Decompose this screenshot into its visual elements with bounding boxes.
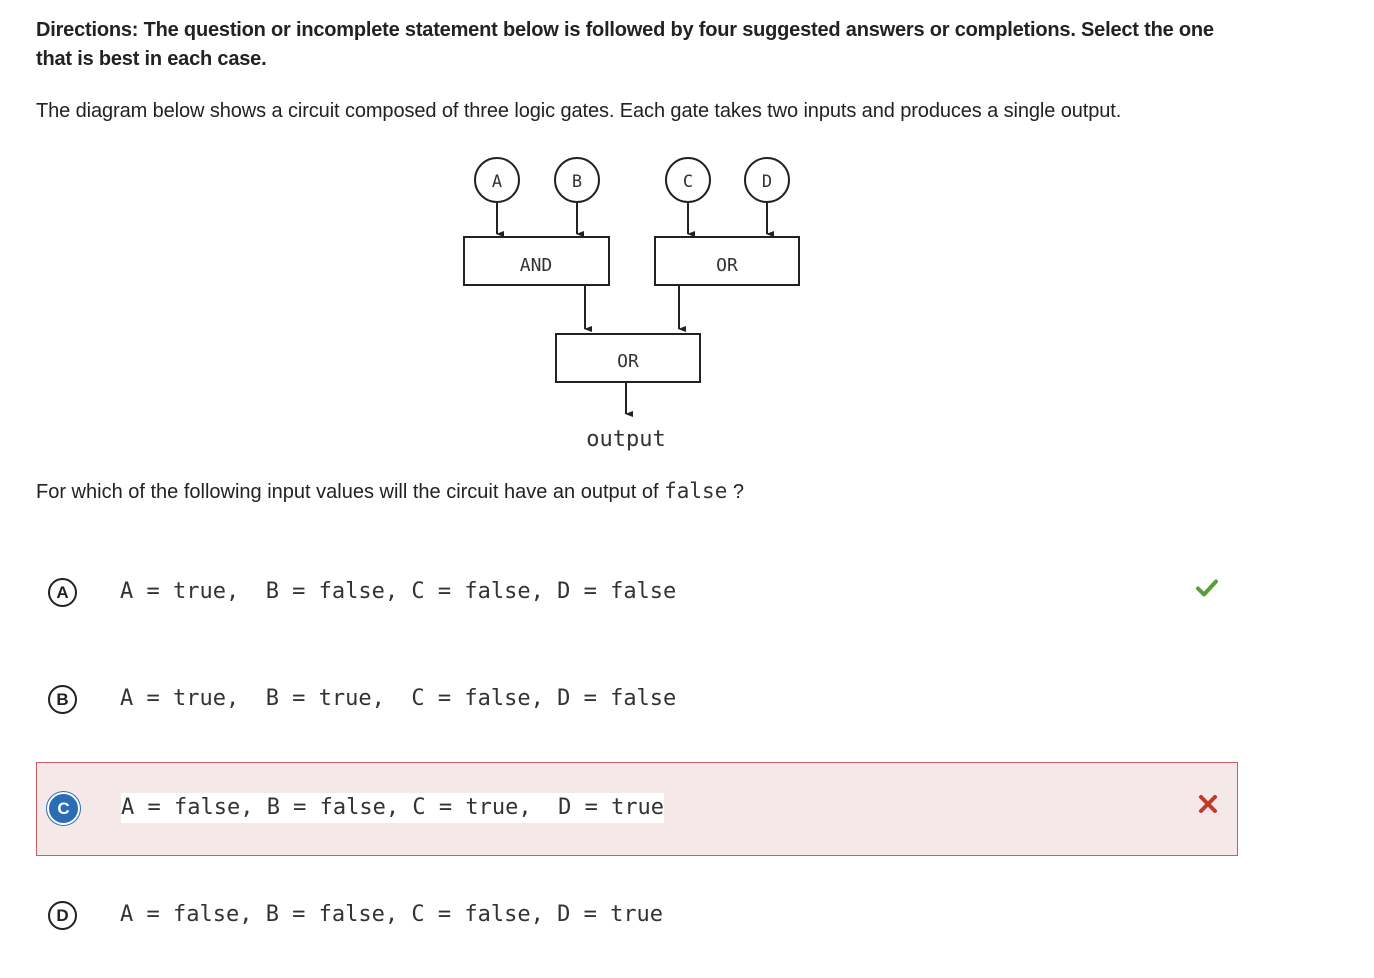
option-letter-d[interactable]: D [48,901,77,930]
input-node-a: A [474,157,520,203]
input-label-a: A [492,172,502,192]
directions-text: Directions: The question or incomplete s… [36,19,1214,70]
answer-option-c[interactable]: C A = false, B = false, C = true, D = tr… [36,762,1238,856]
input-label-c: C [683,172,693,192]
gate-wires [584,285,686,332]
question-code: false [664,479,728,503]
logic-circuit-diagram: A B C D AND OR [463,157,800,452]
input-label-d: D [762,172,772,192]
option-letter-a[interactable]: A [48,578,77,607]
or-gate-top: OR [654,236,800,286]
answer-option-b[interactable]: B A = true, B = true, C = false, D = fal… [36,654,1238,748]
check-icon [1196,579,1218,597]
and-gate-label: AND [520,255,553,276]
answer-option-d[interactable]: D A = false, B = false, C = false, D = t… [36,870,1238,964]
output-label: output [586,427,665,452]
option-text-a: A = true, B = false, C = false, D = fals… [120,579,677,604]
question-suffix: ? [727,481,745,503]
question-text: For which of the following input values … [36,476,744,507]
input-node-c: C [665,157,711,203]
or-gate-bottom: OR [555,333,701,383]
input-label-b: B [572,172,582,192]
option-text-d: A = false, B = false, C = false, D = tru… [120,902,664,927]
question-intro: The diagram below shows a circuit compos… [36,100,1122,122]
option-text-c: A = false, B = false, C = true, D = true [121,793,665,823]
option-text-b: A = true, B = true, C = false, D = false [120,686,677,711]
answer-option-a[interactable]: A A = true, B = false, C = false, D = fa… [36,547,1238,641]
input-wires [496,202,774,237]
question-prefix: For which of the following input values … [36,481,665,503]
or-gate-top-label: OR [716,255,738,276]
option-letter-b[interactable]: B [48,685,77,714]
or-gate-bottom-label: OR [617,351,639,372]
option-letter-c[interactable]: C [49,794,78,823]
input-node-b: B [554,157,600,203]
and-gate: AND [463,236,610,286]
x-icon [1199,795,1217,813]
input-node-d: D [744,157,790,203]
